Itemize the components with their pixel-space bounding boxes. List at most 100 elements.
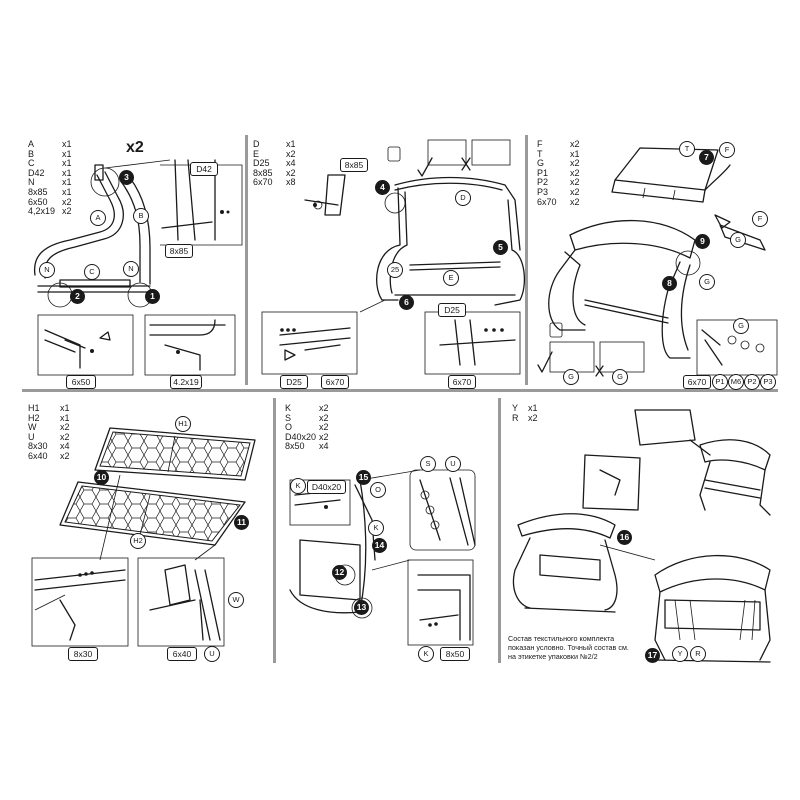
- part-label: U: [445, 456, 461, 472]
- part-label: N: [39, 262, 55, 278]
- step-number: 4: [375, 180, 390, 195]
- part-label: E: [443, 270, 459, 286]
- step-number: 10: [94, 470, 109, 485]
- part-label: P1: [712, 374, 728, 390]
- step-number: 13: [354, 600, 369, 615]
- part-label: Y: [672, 646, 688, 662]
- part-label: F: [719, 142, 735, 158]
- part-label: G: [563, 369, 579, 385]
- part-label: S: [420, 456, 436, 472]
- part-label: R: [690, 646, 706, 662]
- step-number: 5: [493, 240, 508, 255]
- step-number: 1: [145, 289, 160, 304]
- part-label: P2: [744, 374, 760, 390]
- note-line: на этикетке упаковки №2/2: [508, 652, 598, 661]
- step-number: 12: [332, 565, 347, 580]
- part-label: W: [228, 592, 244, 608]
- horizontal-divider: [22, 389, 778, 392]
- part-label: G: [730, 232, 746, 248]
- vertical-divider-4: [498, 398, 501, 663]
- part-label: F: [752, 211, 768, 227]
- step-number: 17: [645, 648, 660, 663]
- vertical-divider-1: [245, 135, 248, 385]
- part-label: 25: [387, 262, 403, 278]
- hardware-label: 6x70: [448, 375, 476, 389]
- hardware-label: 8x85: [340, 158, 368, 172]
- vertical-divider-2: [525, 135, 528, 385]
- step-number: 7: [699, 150, 714, 165]
- step-number: 2: [70, 289, 85, 304]
- hardware-label: 8x30: [68, 647, 98, 661]
- part-label: H2: [130, 533, 146, 549]
- textile-note: Состав текстильного комплекта показан ус…: [508, 634, 643, 661]
- hardware-label: D40x20: [307, 480, 346, 494]
- step-number: 3: [119, 170, 134, 185]
- part-label: M6: [728, 374, 744, 390]
- part-label: A: [90, 210, 106, 226]
- step-number: 16: [617, 530, 632, 545]
- hardware-label: 8x85: [165, 244, 193, 258]
- part-label: G: [699, 274, 715, 290]
- part-label: G: [733, 318, 749, 334]
- part-label: H1: [175, 416, 191, 432]
- step-number: 11: [234, 515, 249, 530]
- hardware-label: D25: [438, 303, 466, 317]
- hardware-label: D25: [280, 375, 308, 389]
- part-label: D: [455, 190, 471, 206]
- part-label: G: [612, 369, 628, 385]
- hardware-label: 6x70: [321, 375, 349, 389]
- note-line: Состав текстильного комплекта: [508, 634, 615, 643]
- hardware-label: 8x50: [440, 647, 470, 661]
- part-label: O: [370, 482, 386, 498]
- hardware-label: 4.2x19: [170, 375, 202, 389]
- part-label: U: [204, 646, 220, 662]
- step-number: 8: [662, 276, 677, 291]
- hardware-label: D42: [190, 162, 218, 176]
- vertical-divider-3: [273, 398, 276, 663]
- step-number: 9: [695, 234, 710, 249]
- part-label: C: [84, 264, 100, 280]
- hardware-label: 6x70: [683, 375, 711, 389]
